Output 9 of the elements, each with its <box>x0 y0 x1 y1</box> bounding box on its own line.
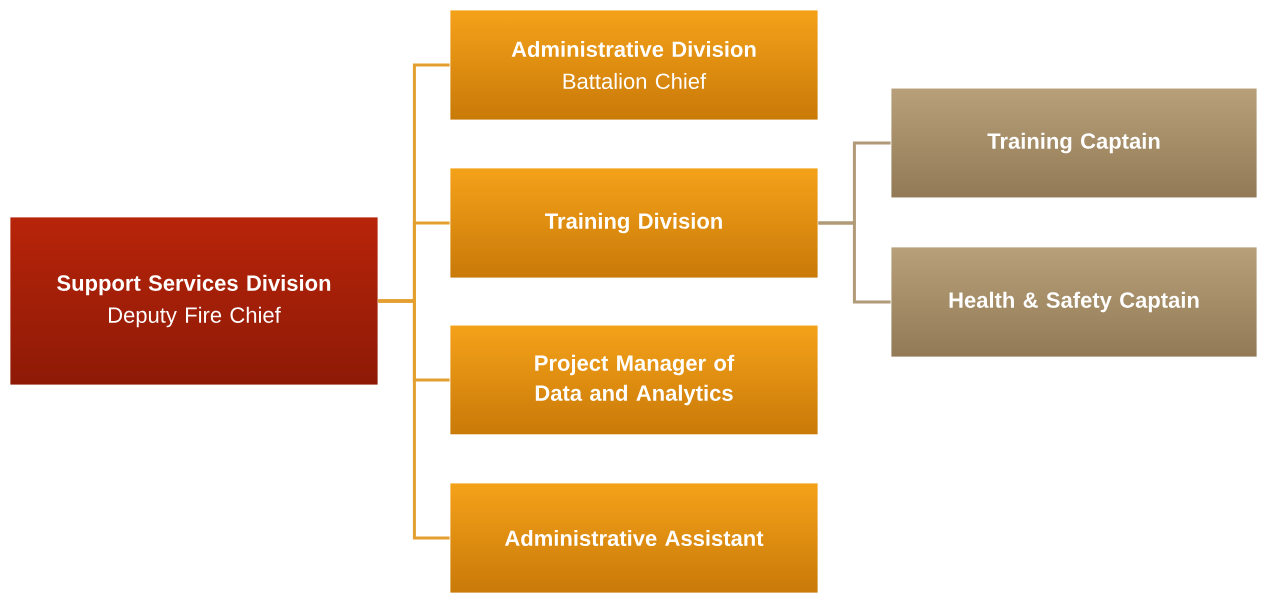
connector-line <box>818 221 891 304</box>
connector-line <box>378 299 450 540</box>
org-box: Administrative Assistant <box>449 482 819 594</box>
org-box: Training Division <box>449 167 819 279</box>
org-box: Administrative Division Battalion Chief <box>449 9 819 121</box>
org-box: Health & Safety Captain <box>890 246 1258 358</box>
org-box: Training Captain <box>890 87 1258 199</box>
org-box: Support Services Division Deputy Fire Chief <box>9 216 379 386</box>
org-box: Project Manager of Data and Analytics <box>449 324 819 436</box>
